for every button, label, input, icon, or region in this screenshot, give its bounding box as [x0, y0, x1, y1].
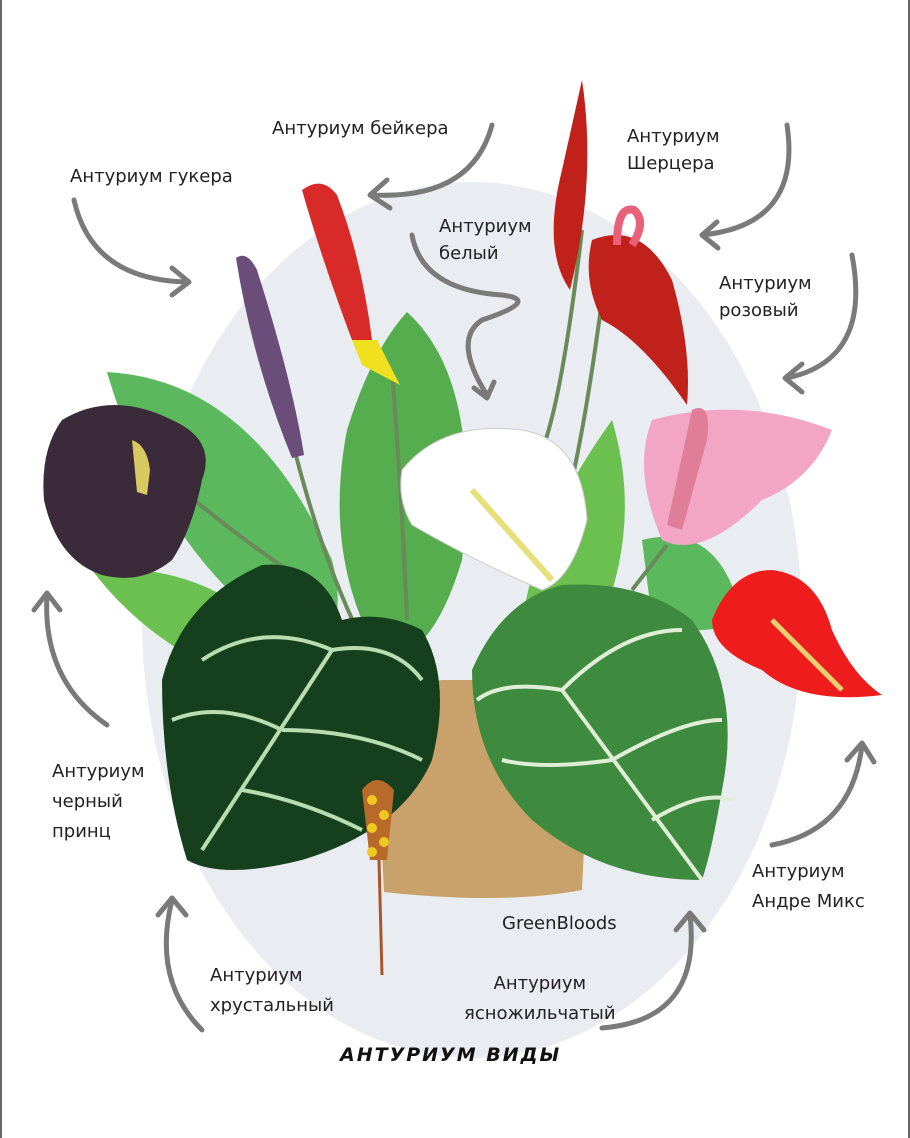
white-anthurium: [400, 427, 588, 591]
arrows: [31, 122, 877, 1033]
bakeri-spike: [302, 183, 372, 340]
andre-mix-anthurium: [712, 570, 882, 698]
black-prince-anthurium: [43, 405, 206, 578]
arrow-pink: [782, 252, 859, 395]
arrow-black-prince: [31, 590, 110, 728]
hookeri-spike: [236, 255, 304, 458]
arrow-andre-mix: [769, 740, 877, 848]
arrow-hookeri: [71, 197, 192, 298]
scherzer-flower: [553, 80, 588, 290]
clarinervium-leaf-veins: [475, 628, 733, 882]
watermark-greenbloods: GreenBloods: [502, 913, 617, 934]
page-title: АНТУРИУМ ВИДЫ: [340, 1044, 562, 1066]
arrow-scherzer: [699, 122, 792, 251]
label-bakeri: Антуриум бейкера: [272, 118, 449, 139]
label-hookeri: Антуриум гукера: [70, 166, 233, 187]
arrow-bakeri: [367, 122, 495, 211]
arrow-white: [409, 232, 521, 401]
clarinervium-leaf: [472, 584, 728, 880]
crystal-leaf-veins: [171, 635, 424, 852]
arrow-clarinervium: [599, 910, 707, 1031]
arrow-crystal: [155, 895, 205, 1033]
